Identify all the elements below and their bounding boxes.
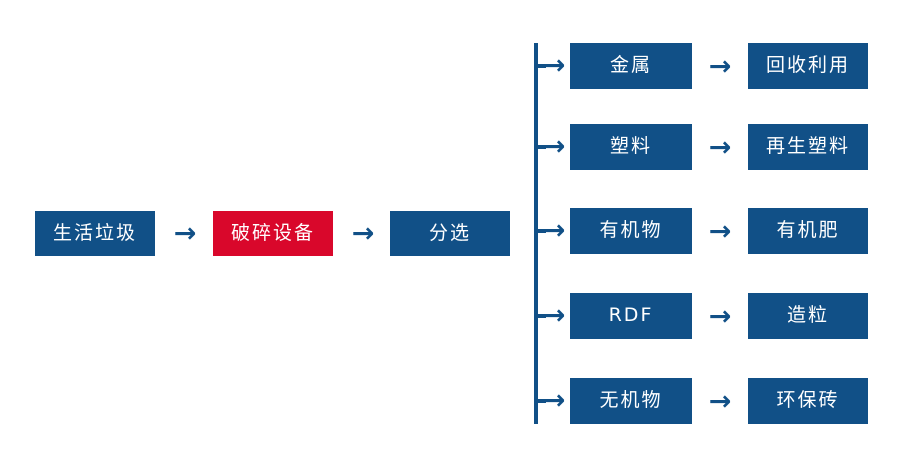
node-label: RDF — [608, 304, 654, 326]
branch-stub-3 — [534, 229, 546, 233]
node-domestic-waste[interactable]: 生活垃圾 — [35, 211, 155, 256]
branch-trunk-line — [534, 43, 538, 424]
node-label: 破碎设备 — [230, 221, 315, 244]
node-label: 造粒 — [786, 304, 829, 326]
arrow-right-icon-branch-4: → — [537, 293, 571, 338]
arrow-right-icon-branch-out-2: → — [698, 124, 742, 170]
branch-stub-2 — [534, 145, 546, 149]
arrow-glyph: → — [708, 131, 732, 163]
node-label: 无机物 — [599, 389, 663, 411]
arrow-right-icon-branch-out-5: → — [698, 378, 742, 424]
arrow-right-icon-branch-out-1: → — [698, 43, 742, 89]
node-branch-output-recycle[interactable]: 回收利用 — [748, 43, 868, 89]
arrow-glyph: → — [708, 300, 732, 332]
branch-stub-1 — [534, 64, 546, 68]
arrow-glyph: → — [173, 218, 197, 249]
node-branch-input-inorganic[interactable]: 无机物 — [570, 378, 692, 424]
arrow-right-icon-branch-5: → — [537, 378, 571, 423]
node-branch-input-organic[interactable]: 有机物 — [570, 208, 692, 254]
arrow-right-icon-branch-out-4: → — [698, 293, 742, 339]
arrow-glyph: → — [542, 300, 566, 331]
arrow-glyph: → — [708, 385, 732, 417]
node-crushing-equipment[interactable]: 破碎设备 — [213, 211, 333, 256]
arrow-right-icon-branch-out-3: → — [698, 208, 742, 254]
node-branch-input-rdf[interactable]: RDF — [570, 293, 692, 339]
node-branch-output-eco-brick[interactable]: 环保砖 — [748, 378, 868, 424]
node-branch-input-plastic[interactable]: 塑料 — [570, 124, 692, 170]
node-label: 金属 — [609, 54, 652, 76]
arrow-glyph: → — [542, 50, 566, 81]
arrow-right-icon-main-1: → — [163, 211, 207, 256]
node-label: 分选 — [428, 221, 471, 244]
arrow-right-icon-branch-3: → — [537, 208, 571, 253]
node-label: 环保砖 — [776, 389, 840, 411]
node-label: 塑料 — [609, 135, 652, 157]
node-branch-output-granulation[interactable]: 造粒 — [748, 293, 868, 339]
node-branch-output-recycled-plastic[interactable]: 再生塑料 — [748, 124, 868, 170]
node-label: 生活垃圾 — [52, 221, 137, 244]
branch-stub-5 — [534, 399, 546, 403]
node-branch-output-organic-fertilizer[interactable]: 有机肥 — [748, 208, 868, 254]
arrow-glyph: → — [542, 385, 566, 416]
node-label: 有机物 — [599, 219, 663, 241]
arrow-glyph: → — [542, 131, 566, 162]
arrow-glyph: → — [708, 50, 732, 82]
arrow-right-icon-branch-2: → — [537, 124, 571, 169]
arrow-glyph: → — [708, 215, 732, 247]
node-label: 再生塑料 — [765, 135, 850, 157]
branch-stub-4 — [534, 314, 546, 318]
arrow-glyph: → — [351, 218, 375, 249]
node-sorting[interactable]: 分选 — [390, 211, 510, 256]
arrow-right-icon-branch-1: → — [537, 43, 571, 88]
node-label: 回收利用 — [765, 54, 850, 76]
node-label: 有机肥 — [776, 219, 840, 241]
node-branch-input-metal[interactable]: 金属 — [570, 43, 692, 89]
arrow-right-icon-main-2: → — [341, 211, 385, 256]
arrow-glyph: → — [542, 215, 566, 246]
